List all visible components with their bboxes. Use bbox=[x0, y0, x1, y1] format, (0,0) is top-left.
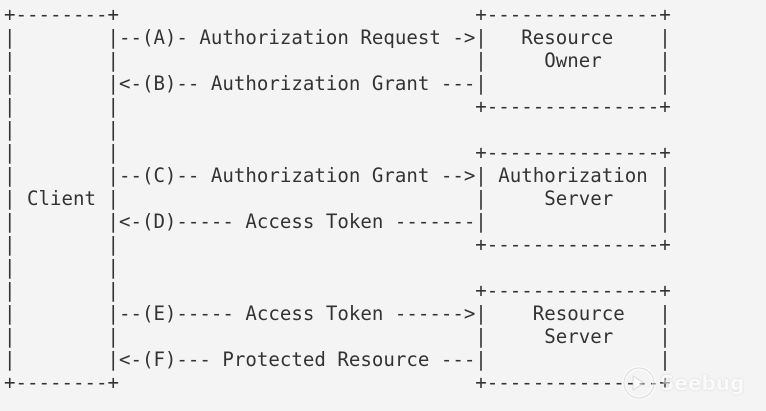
diagram-line: | |<-(B)-- Authorization Grant ---| | bbox=[4, 72, 671, 95]
seebug-logo-icon bbox=[622, 366, 656, 400]
diagram-line: | | +---------------+ bbox=[4, 95, 671, 118]
diagram-line: | |<-(F)--- Protected Resource ---| | bbox=[4, 348, 671, 371]
diagram-line: | | | Owner | bbox=[4, 49, 671, 72]
diagram-line: | | bbox=[4, 118, 119, 141]
seebug-watermark: Seebug bbox=[620, 364, 760, 404]
diagram-line: | | +---------------+ bbox=[4, 141, 671, 164]
diagram-line: | Client | | Server | bbox=[4, 187, 671, 210]
diagram-line: | | +---------------+ bbox=[4, 233, 671, 256]
diagram-line: | |<-(D)----- Access Token -------| | bbox=[4, 210, 671, 233]
diagram-line: | | bbox=[4, 256, 119, 279]
diagram-line: | | | Server | bbox=[4, 325, 671, 348]
diagram-line: | |--(E)----- Access Token ------>| Reso… bbox=[4, 302, 671, 325]
seebug-watermark-text: Seebug bbox=[660, 371, 745, 395]
diagram-line: +--------+ +---------------+ bbox=[4, 3, 671, 26]
oauth-flow-diagram: +--------+ +---------------+| |--(A)- Au… bbox=[4, 3, 671, 394]
diagram-line: | |--(A)- Authorization Request ->| Reso… bbox=[4, 26, 671, 49]
diagram-line: | | +---------------+ bbox=[4, 279, 671, 302]
diagram-line: | |--(C)-- Authorization Grant -->| Auth… bbox=[4, 164, 671, 187]
diagram-line: +--------+ +---------------+ bbox=[4, 371, 671, 394]
